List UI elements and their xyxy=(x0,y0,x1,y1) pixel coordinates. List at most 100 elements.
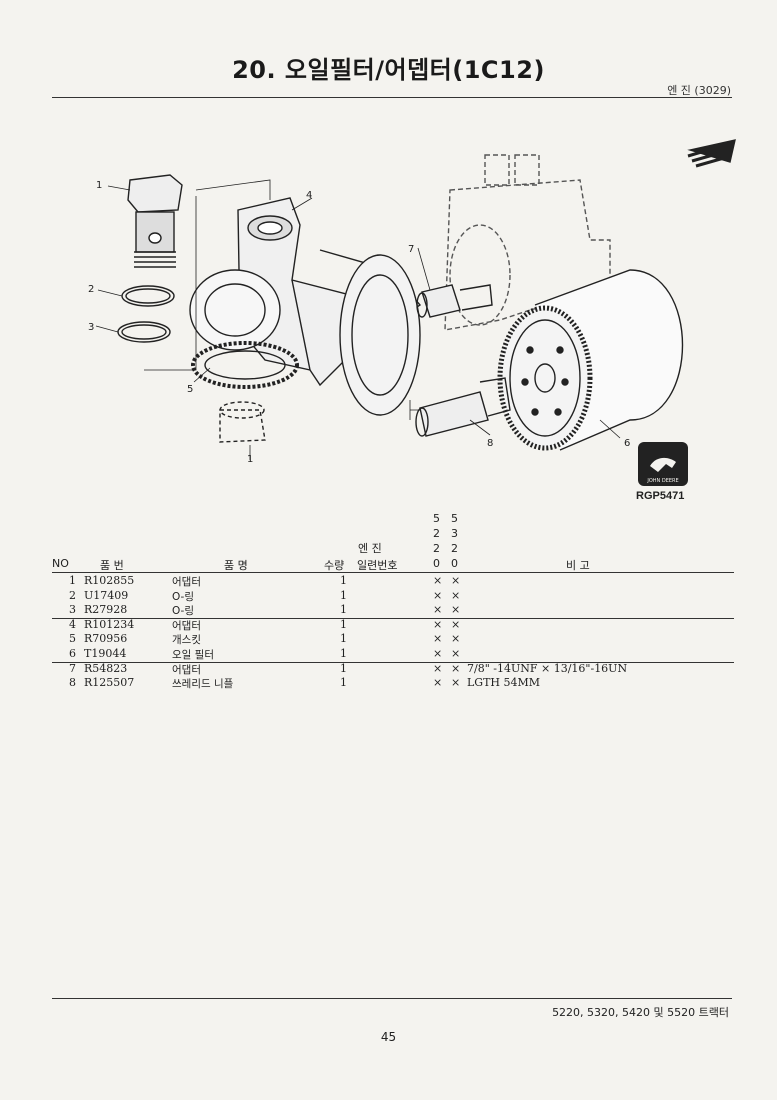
cell-m1: × xyxy=(433,661,443,675)
cell-qty: 1 xyxy=(340,632,347,646)
adapter-flange xyxy=(339,254,421,416)
engine-block xyxy=(444,154,611,331)
john-deere-logo: JOHN DEERE xyxy=(638,442,688,486)
model-col2-digit4: 0 xyxy=(451,557,458,570)
header-serial: 일련번호 xyxy=(357,559,398,572)
cell-m2: × xyxy=(451,647,461,660)
page-number: 45 xyxy=(380,1030,397,1044)
model-col1-digit1: 5 xyxy=(433,512,440,525)
cell-name: 어댑터 xyxy=(172,576,201,588)
cell-part: R70956 xyxy=(84,632,128,646)
cell-no: 5 xyxy=(69,632,76,646)
header-part-no: 품 번 xyxy=(100,559,124,572)
cell-m2: × xyxy=(451,588,461,602)
header-engine: 엔 진 xyxy=(358,542,382,555)
part-4-adapter xyxy=(189,197,422,387)
cell-remark: LGTH 54MM xyxy=(467,676,541,690)
cell-name: 어댑터 xyxy=(172,663,201,676)
cell-m2: × xyxy=(451,632,461,646)
exploded-parts-diagram: 1 2 3 4 5 6 7 8 1 JOHN DEERE xyxy=(88,139,736,486)
cell-m2: × xyxy=(451,661,461,675)
header-name: 품 명 xyxy=(224,559,248,572)
model-col1-digit3: 2 xyxy=(433,542,440,555)
cell-name: 개스킷 xyxy=(172,634,201,647)
callout-1-lower: 1 xyxy=(247,454,253,465)
cell-m1: × xyxy=(433,676,443,690)
cell-part: R54823 xyxy=(84,661,128,675)
cell-qty: 1 xyxy=(340,647,347,660)
model-col1-digit4: 0 xyxy=(433,557,440,570)
cell-name: 쓰레리드 니플 xyxy=(172,678,234,691)
group-divider-1 xyxy=(52,618,734,619)
header-rule xyxy=(52,97,732,98)
cell-m2: × xyxy=(451,617,461,631)
cell-no: 2 xyxy=(69,588,76,602)
header-rule xyxy=(52,572,734,573)
callout-2: 2 xyxy=(88,284,94,295)
cell-remark: 7/8" -14UNF × 13/16"-16UN xyxy=(467,661,628,675)
part-1-plug xyxy=(127,174,183,268)
cell-m2: × xyxy=(451,603,461,617)
table-row: 3 R27928 O-링 1 × × xyxy=(52,603,734,618)
part-7-adapter-fitting xyxy=(416,284,493,318)
cell-m1: × xyxy=(433,617,443,631)
section-reference: 엔 진 (3029) xyxy=(667,84,731,97)
table-row: 4 R101234 어댑터 1 × × xyxy=(52,618,734,633)
header-no: NO xyxy=(52,557,69,570)
table-row: 5 R70956 개스킷 1 × × xyxy=(52,632,734,647)
model-col2-digit3: 2 xyxy=(451,542,458,555)
cell-name: 어댑터 xyxy=(172,619,201,632)
header-remarks: 비 고 xyxy=(566,559,590,572)
model-col2-digit1: 5 xyxy=(451,512,458,525)
cell-name: O-링 xyxy=(172,605,195,618)
table-row: 8 R125507 쓰레리드 니플 1 × × LGTH 54MM xyxy=(52,676,734,691)
part-5-gasket xyxy=(191,341,299,389)
callout-3: 3 xyxy=(88,322,94,333)
cell-part: U17409 xyxy=(84,588,129,602)
cell-part: T19044 xyxy=(84,647,127,660)
callout-6: 6 xyxy=(624,438,630,449)
cell-m1: × xyxy=(433,603,443,617)
part-8-threaded-nipple xyxy=(415,377,511,437)
page-title: 20. 오일필터/어뎁터(1C12) xyxy=(232,56,545,84)
cell-m2: × xyxy=(451,574,461,587)
cell-no: 1 xyxy=(69,574,76,587)
model-col1-digit2: 2 xyxy=(433,527,440,540)
cell-part: R102855 xyxy=(84,574,135,587)
callout-8: 8 xyxy=(487,438,493,449)
cell-name: O-링 xyxy=(172,590,195,603)
cell-part: R101234 xyxy=(84,617,135,631)
table-row: 6 T19044 오일 필터 1 × × xyxy=(52,647,734,662)
model-col2-digit2: 3 xyxy=(451,527,458,540)
cell-m2: × xyxy=(451,676,461,690)
callout-4: 4 xyxy=(306,190,312,201)
cell-qty: 1 xyxy=(340,603,347,617)
cell-no: 7 xyxy=(69,661,76,675)
header-qty: 수량 xyxy=(324,559,345,572)
cell-m1: × xyxy=(433,632,443,646)
table-row: 7 R54823 어댑터 1 × × 7/8" -14UNF × 13/16"-16UN xyxy=(52,662,734,677)
cell-m1: × xyxy=(433,647,443,660)
cell-no: 6 xyxy=(69,647,76,660)
cell-qty: 1 xyxy=(340,617,347,631)
cell-qty: 1 xyxy=(340,661,347,675)
callout-1: 1 xyxy=(96,180,102,191)
cell-no: 3 xyxy=(69,603,76,617)
cell-no: 8 xyxy=(69,676,76,690)
cell-part: R125507 xyxy=(84,676,135,690)
logo-text: JOHN DEERE xyxy=(646,478,678,484)
cell-name: 오일 필터 xyxy=(172,649,214,661)
part-6-oil-filter xyxy=(497,269,684,451)
cell-m1: × xyxy=(433,588,443,602)
cell-part: R27928 xyxy=(84,603,128,617)
cell-qty: 1 xyxy=(340,676,347,690)
callout-7: 7 xyxy=(408,244,414,255)
figure-code: RGP5471 xyxy=(636,490,685,502)
footer-models: 5220, 5320, 5420 및 5520 트랙터 xyxy=(552,1006,729,1019)
cell-qty: 1 xyxy=(340,574,347,587)
footer-rule xyxy=(52,998,732,999)
cell-no: 4 xyxy=(69,617,76,631)
group-divider-2 xyxy=(52,662,734,663)
